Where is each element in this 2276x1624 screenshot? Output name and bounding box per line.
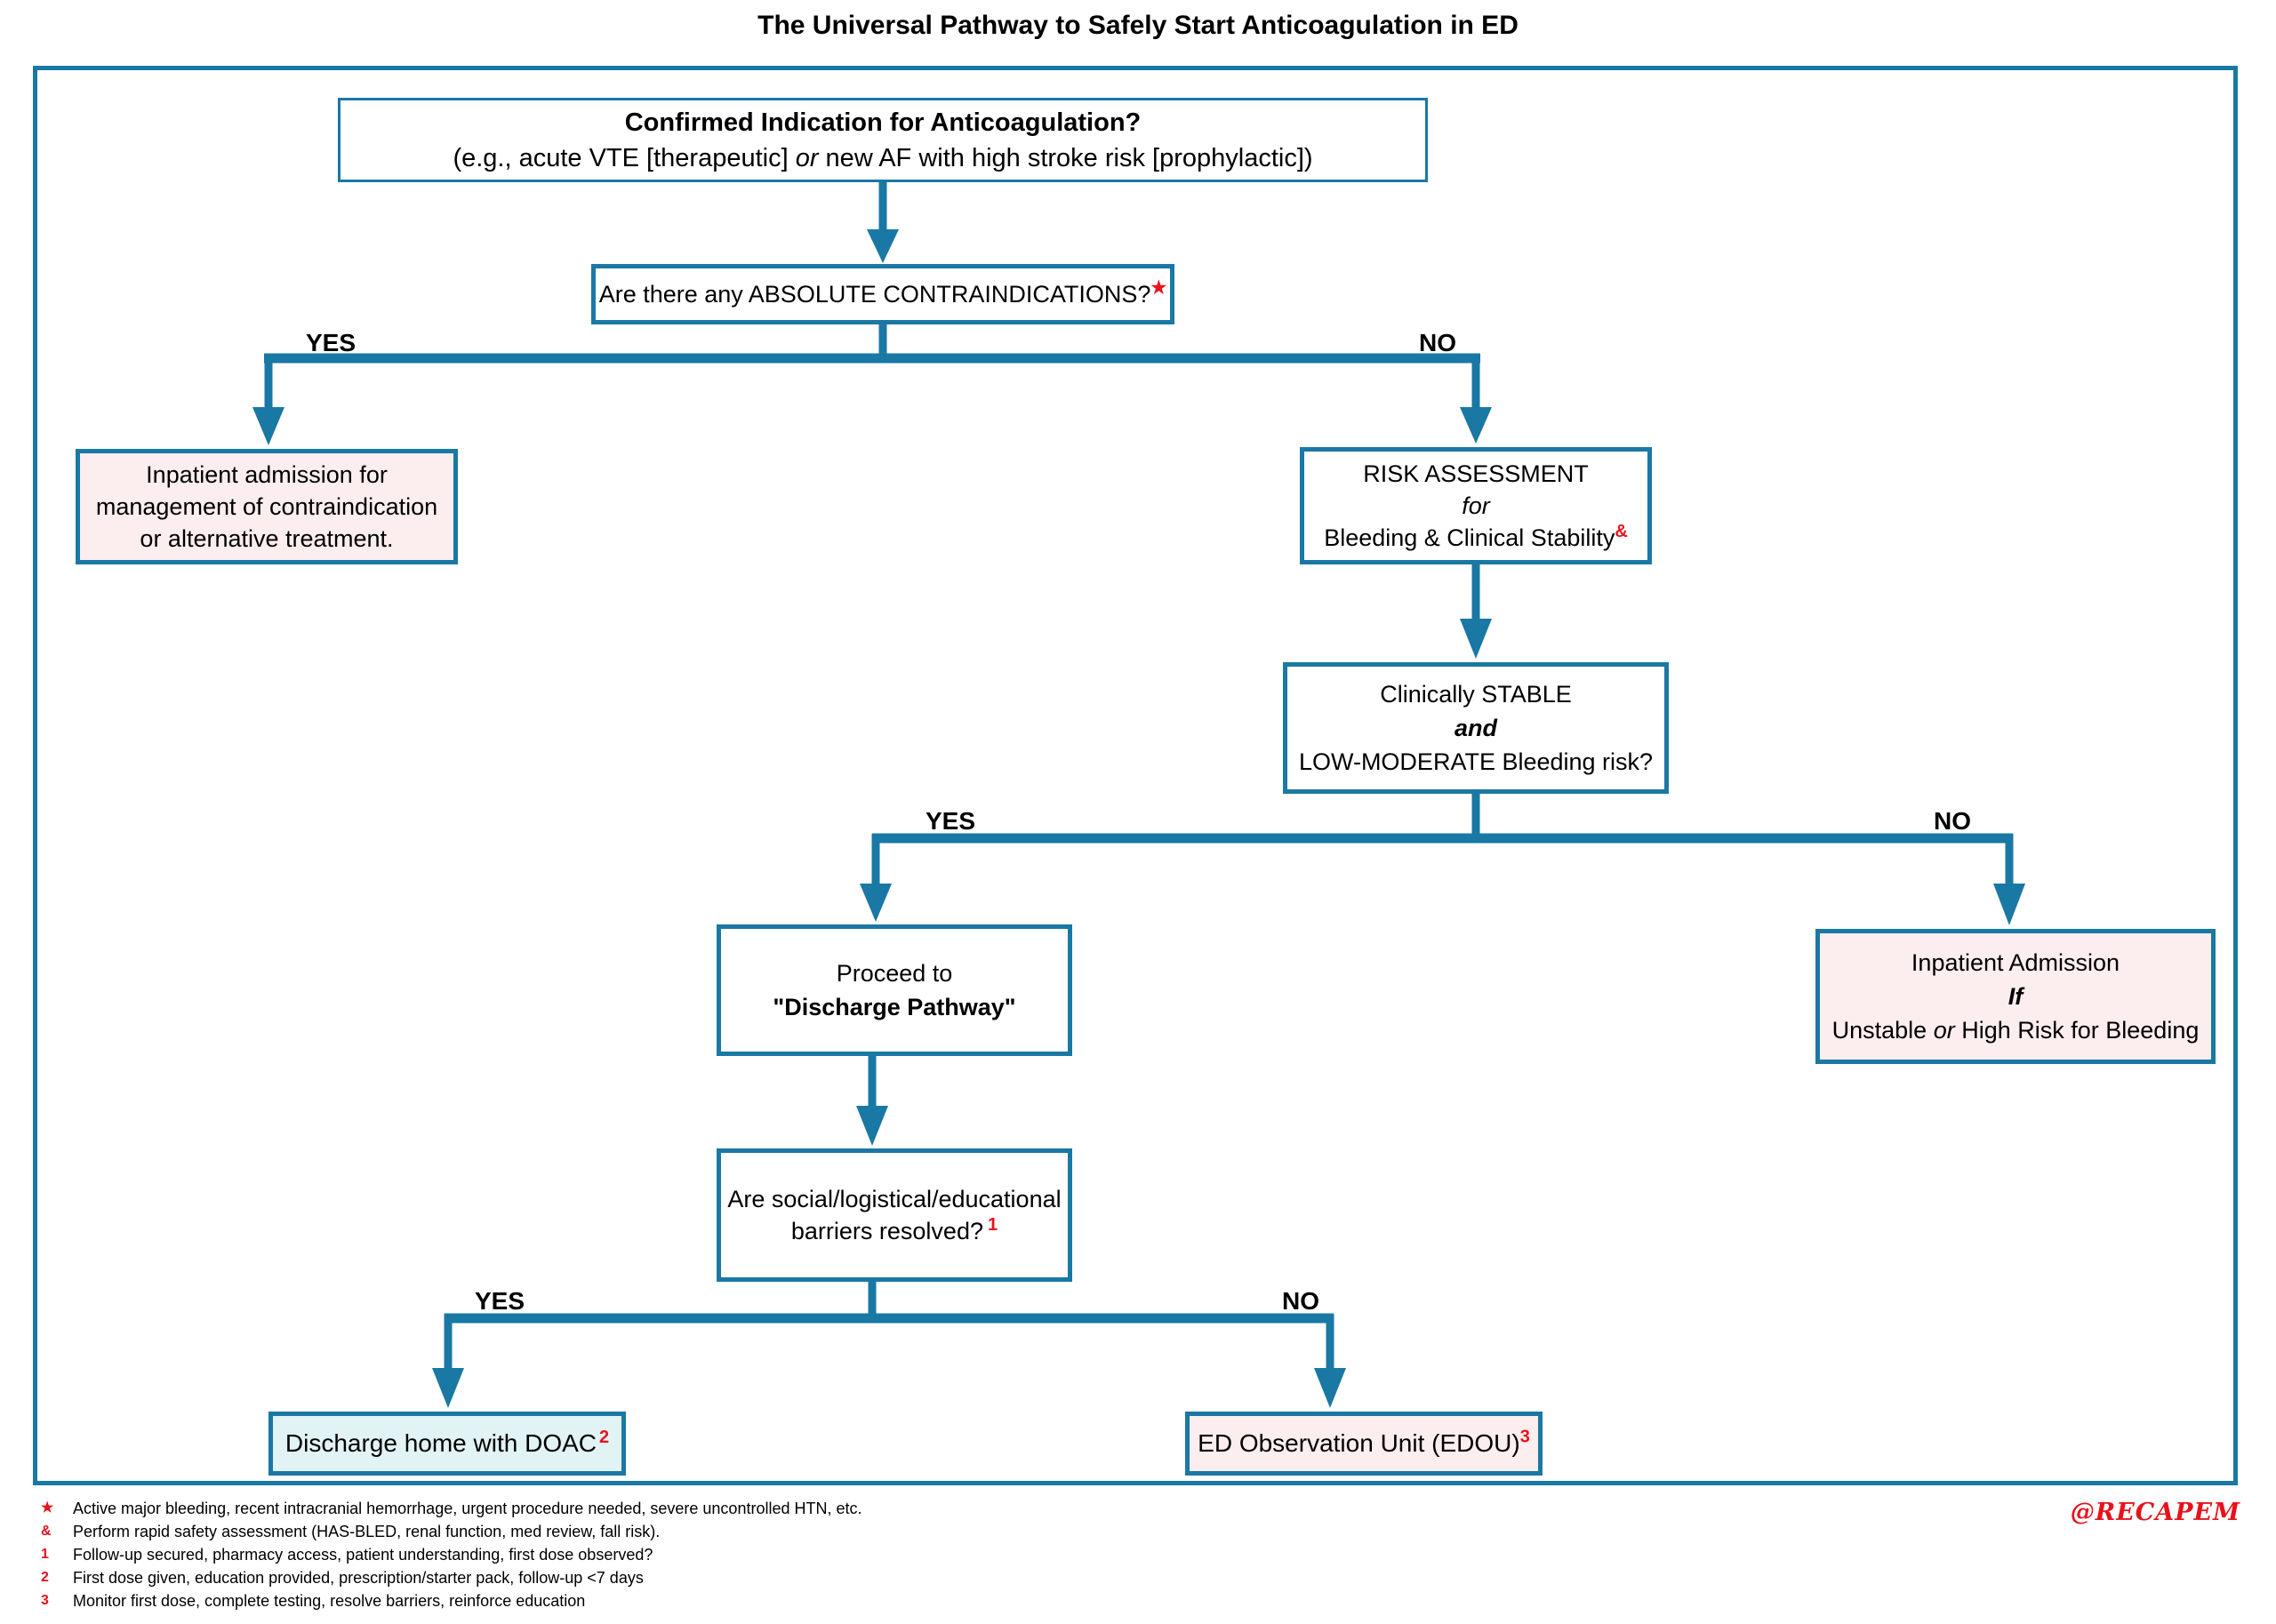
branch-label-yes-1: YES [305,329,357,356]
line: management of contraindication [95,493,438,520]
line: Inpatient Admission [1911,949,2120,976]
footnote-3: 1 Follow-up secured, pharmacy access, pa… [41,1547,862,1564]
footnote-2: & Perform rapid safety assessment (HAS-B… [41,1524,862,1540]
node-inpatient-contraindication: Inpatient admission for management of co… [76,449,458,564]
arrow-indication-to-contraindications [867,182,899,263]
footnote-3-marker: 3 [1519,1427,1530,1447]
node-stability-question: Clinically STABLE and LOW-MODERATE Bleed… [1283,662,1669,794]
branch-label-no-2: NO [1934,807,1971,835]
footnote-2-symbol: & [41,1524,52,1539]
footnote-4: 2 First dose given, education provided, … [41,1570,862,1587]
footnote-5-text: Monitor first dose, complete testing, re… [73,1592,586,1610]
line: for [1462,492,1490,519]
line: Are social/logistical/educational [727,1186,1062,1212]
line: "Discharge Pathway" [773,994,1016,1020]
line: LOW-MODERATE Bleeding risk? [1298,748,1654,775]
line: ED Observation Unit (EDOU)3 [1198,1427,1530,1457]
footnote-4-symbol: 2 [41,1570,49,1585]
footnote-1-marker: 1 [987,1215,998,1235]
arrow-pathway-to-barriers [856,1054,888,1146]
page-title: The Universal Pathway to Safely Start An… [757,11,1519,40]
footnote-1-symbol: ★ [41,1500,54,1516]
node-absolute-contraindications-text: Are there any ABSOLUTE CONTRAINDICATIONS… [598,278,1167,308]
footnotes: ★ Active major bleeding, recent intracra… [41,1500,862,1616]
footnote-1-text: Active major bleeding, recent intracrani… [73,1500,862,1517]
footnote-2-text: Perform rapid safety assessment (HAS-BLE… [73,1523,661,1540]
star-marker: ★ [1150,278,1167,298]
footnote-3-symbol: 1 [41,1547,49,1562]
node-confirmed-indication-line2: (e.g., acute VTE [therapeutic] or new AF… [453,143,1313,172]
watermark: @RECAPEM [2070,1499,2240,1526]
line: Proceed to [836,960,953,987]
node-risk-assessment: RISK ASSESSMENT for Bleeding & Clinical … [1300,447,1652,564]
footnote-5: 3 Monitor first dose, complete testing, … [41,1593,862,1610]
line: barriers resolved?1 [790,1215,998,1244]
amp-marker: & [1615,522,1628,541]
footnote-1: ★ Active major bleeding, recent intracra… [41,1500,862,1517]
branch-label-no-1: NO [1419,329,1456,356]
line: If [2008,983,2024,1010]
node-confirmed-indication: Confirmed Indication for Anticoagulation… [338,98,1428,182]
node-discharge-pathway: Proceed to "Discharge Pathway" [717,924,1072,1056]
flow-border [33,66,2238,1485]
footnote-5-symbol: 3 [41,1593,49,1608]
footnote-2-marker: 2 [599,1427,610,1447]
branch-label-no-3: NO [1282,1287,1319,1315]
footnote-3-text: Follow-up secured, pharmacy access, pati… [73,1546,653,1564]
node-confirmed-indication-line1: Confirmed Indication for Anticoagulation… [624,108,1142,137]
node-inpatient-unstable: Inpatient Admission If Unstable or High … [1815,929,2216,1064]
line: or alternative treatment. [140,525,394,552]
arrow-risk-to-stability [1460,563,1492,659]
branch-contraindications [252,323,1492,445]
line: Bleeding & Clinical Stability& [1324,522,1628,551]
line: Unstable or High Risk for Bleeding [1831,1017,2200,1044]
line: RISK ASSESSMENT [1363,460,1589,487]
branch-barriers [432,1278,1346,1408]
branch-label-yes-3: YES [474,1287,525,1315]
node-ed-observation-unit: ED Observation Unit (EDOU)3 [1185,1412,1543,1476]
line: Inpatient admission for [146,461,388,488]
node-absolute-contraindications: Are there any ABSOLUTE CONTRAINDICATIONS… [591,264,1174,324]
branch-stability [860,792,2025,925]
node-barriers-question: Are social/logistical/educational barrie… [717,1148,1072,1282]
footnote-4-text: First dose given, education provided, pr… [73,1569,644,1587]
line: Clinically STABLE [1380,681,1572,708]
branch-label-yes-2: YES [925,807,976,835]
line: and [1454,715,1497,741]
